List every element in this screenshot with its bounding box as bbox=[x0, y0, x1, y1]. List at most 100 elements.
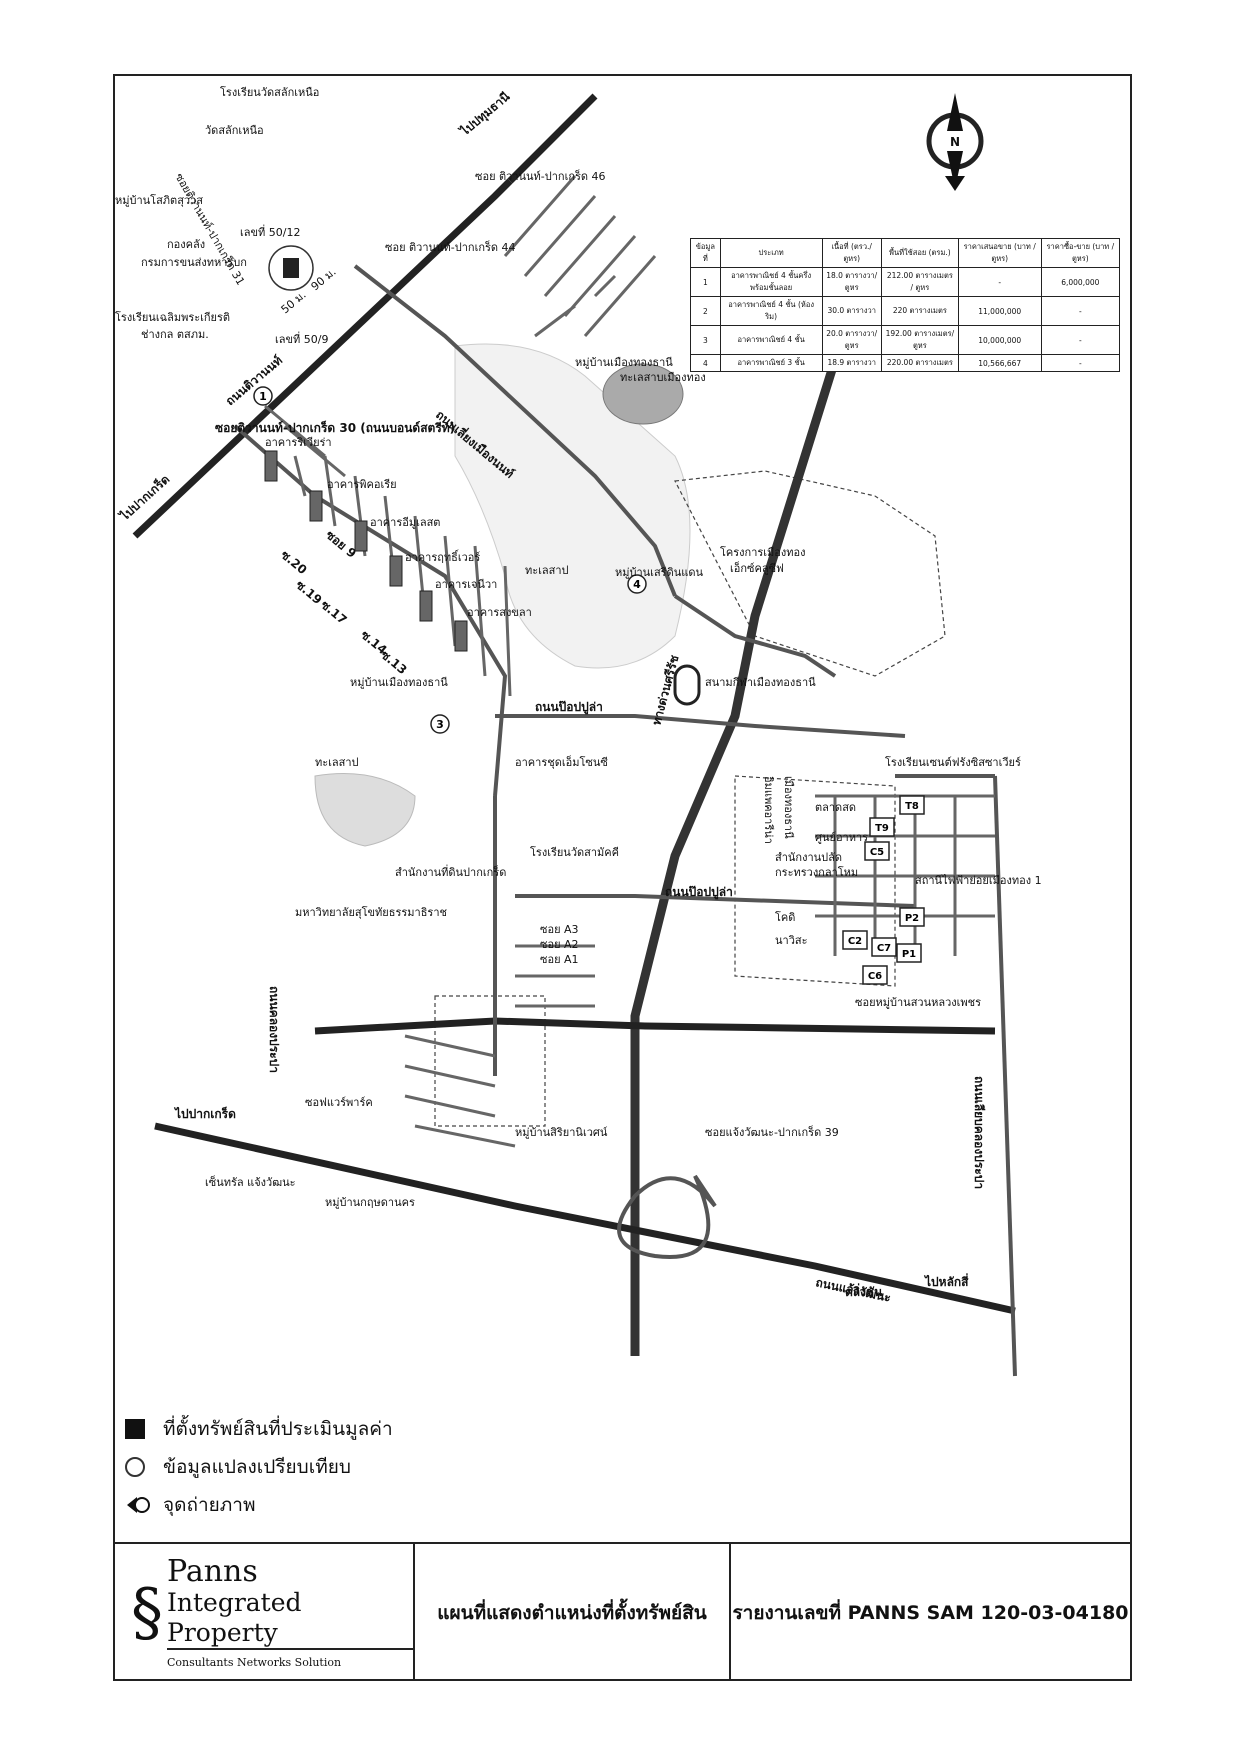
footer: § Panns Integrated Property Consultants … bbox=[115, 1542, 1130, 1681]
label-soi-9: ซอย 9 bbox=[323, 528, 359, 561]
svg-text:C5: C5 bbox=[870, 847, 884, 858]
label-soi-a2: ซอย A2 bbox=[540, 938, 579, 951]
label-50-9: เลขที่ 50/9 bbox=[275, 331, 328, 346]
label-lake-sap: ทะเลสาป bbox=[315, 756, 359, 769]
label-sports: อิมแพคอารีน่า bbox=[762, 776, 775, 844]
label-to-pakkret: ไปปากเกร็ด bbox=[115, 471, 172, 524]
label-soi-20: ซ.20 bbox=[278, 548, 310, 578]
location-map: N 1 3 4 T8 T9 C5 P2 C2 bbox=[115, 85, 1042, 1377]
label-school-north: โรงเรียนวัดสลักเหนือ bbox=[220, 85, 319, 99]
label-project: โครงการเมืองทอง bbox=[720, 545, 806, 559]
label-bldg2: อาคารพิคอเรีย bbox=[327, 478, 397, 491]
company-logo: § Panns Integrated Property Consultants … bbox=[115, 1544, 415, 1681]
soi-grid-left bbox=[264, 404, 512, 697]
comparable-pin-3: 4 bbox=[627, 574, 647, 594]
label-to-pakkret-2: ไปปากเกร็ด bbox=[173, 1106, 236, 1121]
label-expressway: ทางด่วนศรีรัช bbox=[649, 654, 681, 727]
label-central: เซ็นทรัล แจ้งวัฒนะ bbox=[205, 1175, 296, 1189]
logo-tagline: Consultants Networks Solution bbox=[167, 1656, 342, 1669]
subject-square-icon bbox=[125, 1419, 145, 1439]
label-lake-small: ทะเลสาป bbox=[525, 564, 569, 577]
logo-subtitle: Integrated Property bbox=[167, 1588, 413, 1650]
label-school-tech: โรงเรียนเฉลิมพระเกียรติ bbox=[115, 310, 230, 324]
label-soi-a3: ซอย A3 bbox=[540, 923, 579, 936]
label-market: ตลาดสด bbox=[815, 801, 856, 814]
label-village-siri: หมู่บ้านสิริยานิเวศน์ bbox=[515, 1126, 608, 1139]
label-soi-17: ซ.17 bbox=[318, 598, 350, 628]
camera-view-icon bbox=[127, 1497, 150, 1513]
subject-property-marker bbox=[283, 258, 299, 278]
zone-labels: T8 T9 C5 P2 C2 C7 P1 C6 bbox=[842, 795, 925, 985]
legend-photo: จุดถ่ายภาพ bbox=[125, 1486, 455, 1524]
label-hotel: ซอฟแวร์พาร์ค bbox=[305, 1096, 373, 1109]
label-village-lek: หมู่บ้านเสรีดินแดน bbox=[615, 566, 703, 579]
comparable-pin-2: 3 bbox=[430, 714, 450, 734]
map-title: แผนที่แสดงตำแหน่งที่ตั้งทรัพย์สิน bbox=[415, 1544, 731, 1681]
label-bldg4: อาคารฤทธิ์เวอร์ bbox=[405, 549, 480, 564]
svg-text:P1: P1 bbox=[902, 949, 916, 960]
svg-text:C2: C2 bbox=[848, 936, 862, 947]
label-village-krit: หมู่บ้านกฤษดานคร bbox=[325, 1196, 415, 1209]
map-legend: ที่ตั้งทรัพย์สินที่ประเมินมูลค่า ข้อมูลแ… bbox=[125, 1410, 455, 1524]
label-stadium: สนามกีฬาเมืองทองธานี bbox=[705, 676, 816, 689]
label-village-lake: หมู่บ้านเมืองทองธานี bbox=[575, 356, 673, 369]
label-school-st: โรงเรียนเซนต์ฟรังซิสซาเวียร์ bbox=[885, 755, 1021, 769]
label-ratio-a: 50 ม. bbox=[279, 288, 309, 316]
label-ministry: กระทรวงกลาโหม bbox=[775, 865, 858, 879]
label-soi46: ซอย ติวานนท์-ปากเกร็ด 46 bbox=[475, 169, 606, 183]
legend-comparable: ข้อมูลแปลงเปรียบเทียบ bbox=[125, 1448, 455, 1486]
label-soi-30: ซอยติวานนท์-ปากเกร็ด 30 (ถนนบอนด์สตรีท) bbox=[215, 420, 455, 435]
page-frame bbox=[113, 74, 1132, 1681]
label-khlong-road: ถนนคลองประปา bbox=[267, 986, 281, 1073]
legend-subject: ที่ตั้งทรัพย์สินที่ประเมินมูลค่า bbox=[125, 1410, 455, 1448]
comparable-pin-1: 1 bbox=[253, 386, 273, 406]
label-school-wat: โรงเรียนวัดสามัคคี bbox=[530, 845, 619, 859]
logo-name: Panns bbox=[167, 1554, 258, 1589]
svg-text:T8: T8 bbox=[905, 801, 919, 812]
label-village-sophit: หมู่บ้านโสภิตสุวาส bbox=[115, 193, 203, 207]
stadium-icon bbox=[673, 664, 701, 706]
label-university: มหาวิทยาลัยสุโขทัยธรรมาธิราช bbox=[295, 905, 447, 919]
comparison-table: ข้อมูลที่ ประเภท เนื้อที่ (ตรว./ตูหร) พื… bbox=[690, 238, 1121, 372]
label-soi-watthana: ซอยแจ้งวัฒนะ-ปากเกร็ด 39 bbox=[705, 1125, 839, 1139]
subject-radius bbox=[268, 245, 314, 291]
svg-text:3: 3 bbox=[436, 718, 444, 731]
label-office-land: สำนักงานที่ดินปากเกร็ด bbox=[395, 864, 506, 879]
label-bldg5: อาคารเจนีวา bbox=[435, 578, 497, 591]
table-header-row: ข้อมูลที่ ประเภท เนื้อที่ (ตรว./ตูหร) พื… bbox=[690, 238, 1121, 268]
building-markers bbox=[264, 450, 468, 652]
svg-text:C7: C7 bbox=[877, 943, 891, 954]
label-khlong-right: ถนนเลียบคลองประปา bbox=[972, 1076, 986, 1189]
label-treasury: กองคลัง bbox=[167, 238, 205, 251]
label-soi-a1: ซอย A1 bbox=[540, 953, 579, 966]
label-soi-13: ซ.13 bbox=[378, 648, 410, 678]
label-soi44: ซอย ติวานนท์-ปากเกร็ด 44 bbox=[385, 240, 516, 254]
svg-text:P2: P2 bbox=[905, 913, 919, 924]
label-condo: อาคารชุดเอ็มโซนซี bbox=[515, 755, 608, 769]
label-soi-village-suan: ซอยหมู่บ้านสวนหลวงเพชร bbox=[855, 996, 981, 1009]
impact-boundary bbox=[734, 775, 896, 987]
label-popular-road-2: ถนนป๊อปปูล่า bbox=[665, 885, 733, 900]
label-impact: เมืองทองธานี bbox=[782, 776, 795, 839]
label-to-laksi: ไปหลักสี่ bbox=[923, 1273, 969, 1289]
label-village-muangthong: หมู่บ้านเมืองทองธานี bbox=[350, 676, 448, 689]
label-nawisa: นาวิสะ bbox=[775, 934, 808, 947]
label-kodi: โคดิ bbox=[775, 910, 795, 924]
project-boundary bbox=[674, 470, 946, 677]
label-bldg6: อาคารสงขลา bbox=[467, 606, 532, 619]
svg-text:4: 4 bbox=[633, 578, 641, 591]
label-project-sub: เอ็กซ์คลูซีฟ bbox=[730, 561, 784, 575]
comparable-circle-icon bbox=[125, 1457, 145, 1477]
label-ministry-office: สำนักงานปลัด bbox=[775, 851, 842, 864]
label-50-12: เลขที่ 50/12 bbox=[240, 224, 300, 239]
label-bldg3: อาคารอีมูเลสต bbox=[370, 516, 440, 529]
lake-areas bbox=[314, 343, 691, 847]
label-gas-station: สถานีไฟฟ้าย่อยเมืองทอง 1 bbox=[915, 874, 1042, 887]
section-icon: § bbox=[131, 1575, 163, 1650]
label-tech-college: ช่างกล ตสภม. bbox=[141, 328, 209, 341]
label-dept: กรมการขนส่งทหารบก bbox=[141, 256, 247, 269]
